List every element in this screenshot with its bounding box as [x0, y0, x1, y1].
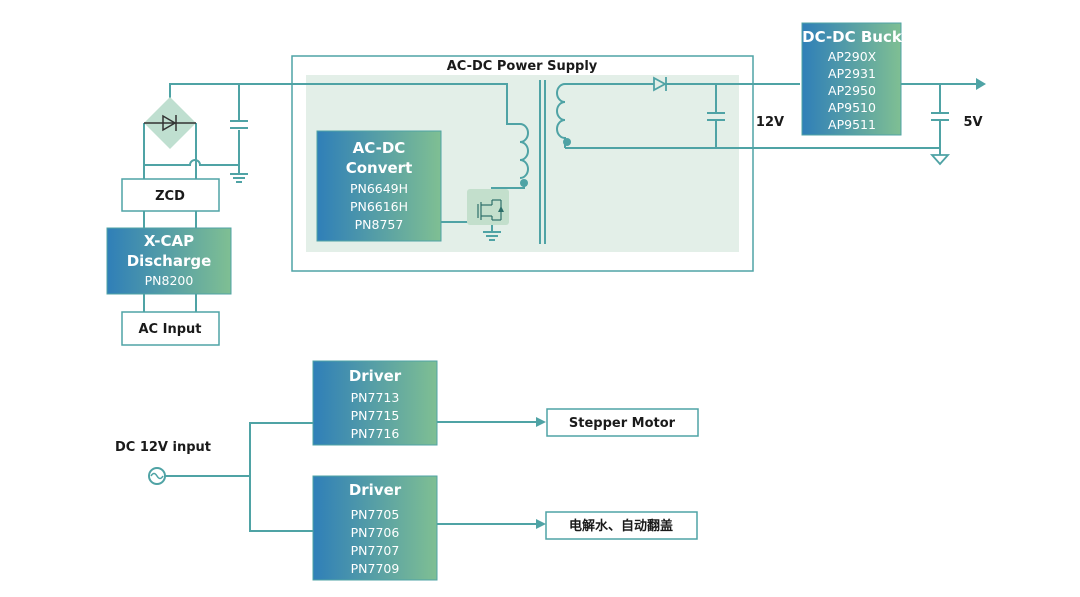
acdc-title-2: Convert — [346, 159, 413, 177]
buck-part-5: AP9511 — [828, 117, 876, 132]
dcdc-buck-chip — [801, 22, 902, 136]
xcap-discharge-chip — [106, 227, 232, 295]
acdc-title-1: AC-DC — [353, 139, 406, 157]
ac-input-box — [121, 311, 220, 346]
acdc-part-1: PN6649H — [350, 181, 408, 196]
ground-icon — [483, 231, 501, 241]
ground-icon — [929, 154, 951, 166]
buck-part-1: AP290X — [828, 49, 877, 64]
xcap-title-2: Discharge — [127, 252, 212, 270]
driver2-part-1: PN7705 — [351, 507, 400, 522]
driver1-part-2: PN7715 — [351, 408, 400, 423]
acdc-convert-chip — [316, 130, 442, 242]
capacitor-icon — [230, 120, 248, 129]
driver-chip-2 — [312, 475, 438, 581]
acdc-part-3: PN8757 — [355, 217, 404, 232]
diode-icon — [653, 76, 667, 92]
wires-bottom — [165, 421, 536, 532]
stepper-motor-label: Stepper Motor — [569, 416, 676, 431]
arrow-icon — [536, 519, 546, 529]
buck-part-3: AP2950 — [828, 83, 876, 98]
output-arrow-icon — [976, 78, 986, 90]
buck-title: DC-DC Buck — [802, 28, 903, 46]
label-12v: 12V — [756, 115, 784, 130]
buck-part-4: AP9510 — [828, 100, 876, 115]
xcap-title-1: X-CAP — [144, 232, 194, 250]
polarity-dot — [563, 138, 571, 146]
power-supply-label: AC-DC Power Supply — [447, 59, 598, 74]
driver-chip-1 — [312, 360, 438, 446]
wires-top — [143, 83, 976, 312]
acdc-part-2: PN6616H — [350, 199, 408, 214]
electrolysis-box — [545, 511, 698, 540]
stepper-motor-box — [546, 408, 699, 437]
driver1-title: Driver — [349, 367, 402, 385]
diode-icon — [162, 114, 177, 132]
capacitor-icon — [707, 112, 725, 121]
secondary-coil-icon — [556, 83, 566, 148]
body-diode-icon — [498, 206, 504, 212]
driver2-part-2: PN7706 — [351, 525, 400, 540]
driver2-part-3: PN7707 — [351, 543, 400, 558]
driver1-part-3: PN7716 — [351, 426, 400, 441]
xcap-part: PN8200 — [145, 273, 194, 288]
capacitor-icon — [931, 112, 949, 121]
driver2-title: Driver — [349, 481, 402, 499]
buck-part-2: AP2931 — [828, 66, 876, 81]
arrow-icon — [536, 417, 546, 427]
dc-input-label: DC 12V input — [115, 440, 211, 455]
transformer-core-icon — [539, 80, 546, 244]
electrolysis-label: 电解水、自动翻盖 — [569, 518, 673, 534]
ac-input-label: AC Input — [139, 322, 202, 337]
mosfet-icon — [477, 199, 502, 221]
driver1-part-1: PN7713 — [351, 390, 400, 405]
label-5v: 5V — [963, 115, 982, 130]
driver2-part-4: PN7709 — [351, 561, 400, 576]
mosfet-region — [467, 189, 509, 225]
power-supply-frame — [291, 55, 754, 272]
primary-coil-icon — [519, 123, 529, 179]
polarity-dot — [520, 179, 528, 187]
ground-icon — [230, 173, 248, 183]
zcd-label: ZCD — [155, 189, 185, 204]
zcd-box — [121, 178, 220, 212]
